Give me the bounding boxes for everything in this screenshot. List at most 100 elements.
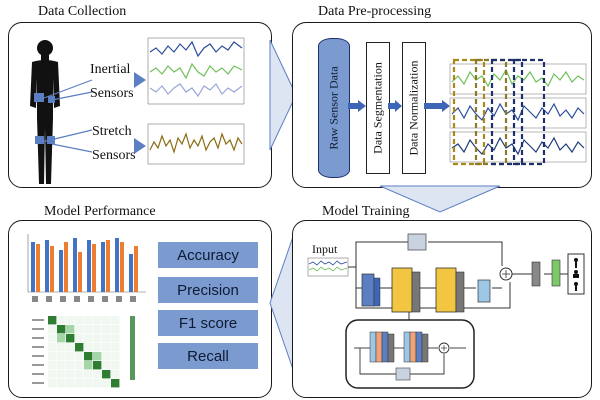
heatmap-cell	[102, 343, 111, 352]
metric-recall: Recall	[158, 343, 258, 369]
heatmap-cell	[93, 316, 102, 325]
heatmap-cell	[102, 316, 111, 325]
heatmap-row-label	[32, 382, 44, 384]
heatmap-cell	[84, 343, 93, 352]
heatmap-cell	[48, 316, 57, 325]
heatmap-cell	[75, 325, 84, 334]
heatmap-cell	[57, 334, 66, 343]
heatmap-cell	[102, 334, 111, 343]
heatmap-cell	[84, 370, 93, 379]
bar	[115, 238, 119, 292]
heatmap-cell	[75, 334, 84, 343]
bar	[134, 246, 138, 292]
panel-title-performance: Model Performance	[44, 204, 156, 219]
bar	[64, 242, 68, 292]
heatmap-row-label	[32, 328, 44, 330]
confusion-matrix-heatmap	[30, 310, 140, 394]
heatmap-cell	[48, 325, 57, 334]
heatmap-cell	[66, 361, 75, 370]
heatmap-row-label	[32, 364, 44, 366]
bar	[87, 240, 91, 292]
arrow-normalization-to-windows	[424, 100, 450, 112]
heatmap-cell	[111, 361, 120, 370]
metric-precision: Precision	[158, 277, 258, 303]
bar	[59, 250, 63, 292]
heatmap-cell	[75, 370, 84, 379]
stretch-signal-plot	[147, 123, 245, 165]
heatmap-row-label	[32, 346, 44, 348]
heatmap-cell	[75, 361, 84, 370]
heatmap-cell	[111, 325, 120, 334]
heatmap-cell	[75, 343, 84, 352]
collection-to-preprocessing-arrow	[269, 39, 297, 151]
heatmap-cell	[93, 379, 102, 388]
heatmap-cell	[57, 370, 66, 379]
heatmap-cell	[48, 361, 57, 370]
heatmap-cell	[48, 370, 57, 379]
bar-group	[31, 238, 138, 292]
bar	[106, 240, 110, 292]
performance-bar-chart	[22, 230, 148, 306]
heatmap-cell	[111, 343, 120, 352]
heatmap-cell	[102, 352, 111, 361]
bar	[45, 240, 49, 292]
preprocessing-to-training-arrow	[379, 185, 501, 213]
heatmap-cell	[57, 316, 66, 325]
panel-title-collection: Data Collection	[38, 4, 127, 19]
heatmap-cell	[93, 325, 102, 334]
heatmap-cell	[75, 379, 84, 388]
heatmap-cell	[102, 370, 111, 379]
heatmap-cell	[84, 361, 93, 370]
heatmap-cell	[66, 352, 75, 361]
heatmap-cell	[57, 361, 66, 370]
heatmap-colorbar	[130, 316, 135, 380]
heatmap-cell	[48, 379, 57, 388]
heatmap-cell	[57, 352, 66, 361]
panel-title-training: Model Training	[322, 204, 410, 219]
heatmap-cell	[93, 370, 102, 379]
heatmap-row-label	[32, 355, 44, 357]
data-normalization-label: Data Normalization	[406, 60, 421, 156]
segmented-signal-windows	[449, 58, 587, 166]
bar	[50, 246, 54, 292]
heatmap-cell	[93, 352, 102, 361]
bar	[36, 244, 40, 292]
heatmap-row-label	[32, 337, 44, 339]
bar	[73, 238, 77, 292]
heatmap-cell	[111, 316, 120, 325]
bar-axis-ticks	[32, 296, 136, 302]
heatmap-cell	[66, 325, 75, 334]
heatmap-row-label	[32, 319, 44, 321]
inertial-sensors-label-2: Sensors	[90, 86, 134, 101]
metric-accuracy: Accuracy	[158, 242, 258, 268]
raw-sensor-data-label: Raw Sensor Data	[326, 66, 341, 150]
heatmap-cell	[84, 379, 93, 388]
heatmap-cell	[102, 361, 111, 370]
data-segmentation-label: Data Segmentation	[370, 62, 385, 154]
heatmap-cell	[48, 352, 57, 361]
heatmap-cell	[66, 334, 75, 343]
heatmap-row-label	[32, 373, 44, 375]
bar	[101, 242, 105, 292]
heatmap-cell	[57, 379, 66, 388]
heatmap-cell	[84, 325, 93, 334]
heatmap-cell	[111, 334, 120, 343]
data-normalization-box: Data Normalization	[402, 42, 426, 174]
heatmap-cell	[111, 352, 120, 361]
heatmap-cell	[75, 352, 84, 361]
heatmap-cell	[93, 334, 102, 343]
heatmap-cell	[66, 316, 75, 325]
heatmap-cell	[111, 379, 120, 388]
heatmap-cell	[84, 352, 93, 361]
heatmap-cell	[84, 334, 93, 343]
heatmap-cell	[75, 316, 84, 325]
heatmap-cell	[93, 343, 102, 352]
heatmap-cell	[102, 379, 111, 388]
heatmap-cell	[84, 316, 93, 325]
panel-title-preprocessing: Data Pre-processing	[318, 4, 432, 19]
heatmap-cell	[111, 370, 120, 379]
heatmap-cell	[57, 325, 66, 334]
data-segmentation-box: Data Segmentation	[366, 42, 390, 174]
heatmap-cell	[66, 343, 75, 352]
